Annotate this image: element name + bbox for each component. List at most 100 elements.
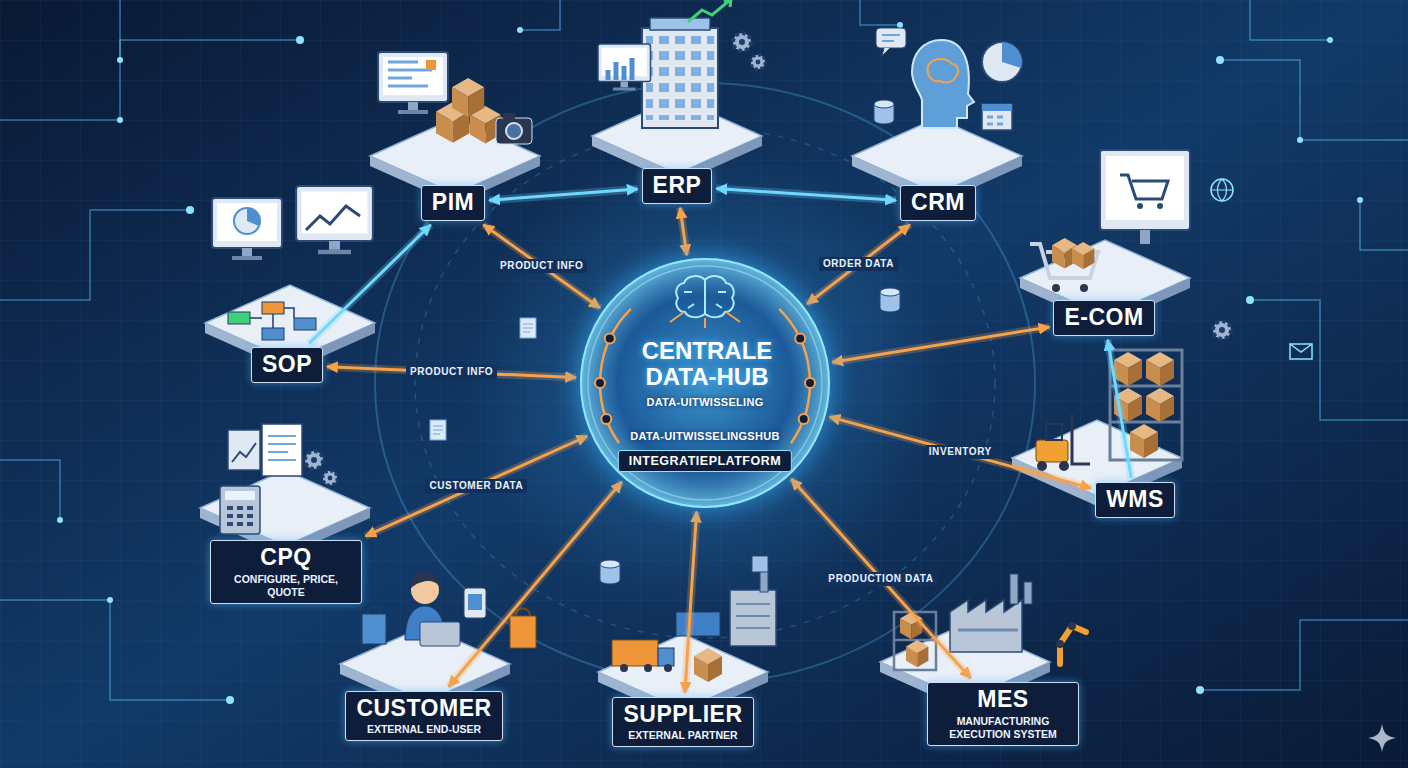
circuit-dots [186,206,194,214]
system-plaque: CPQCONFIGURE, PRICE, QUOTE [210,540,362,604]
arrow-glow [1108,340,1132,479]
wms-illustration [1130,424,1158,458]
flow-arrow [1108,340,1132,479]
crm-illustration [876,28,906,48]
crm-illustration [882,48,890,56]
sop-illustration [296,186,373,254]
edge-label: PRODUCT INFO [406,365,497,379]
circuit-dots [117,57,123,63]
circuit-dots [897,22,903,28]
supplier-illustration [644,664,652,672]
system-subtitle: CONFIGURE, PRICE, QUOTE [221,573,351,599]
circuit-dots [1297,137,1303,143]
sop-illustration [234,208,260,234]
circuit-dots [1196,686,1204,694]
flow-arrow [830,417,1092,488]
arrow-glow [483,225,600,308]
brain-icon [684,280,726,314]
sop-illustration [228,312,250,324]
crm-illustration [852,28,1022,204]
hub-glow [465,143,945,623]
ecom-illustration [1106,156,1184,220]
supplier-illustration [694,648,722,682]
circuit-lines [0,0,1408,700]
hub-text: INTEGRATIEPLATFORM [618,450,792,472]
system-name: MES [938,686,1068,712]
hub-sphere [595,378,605,388]
arrow-glow [685,512,697,693]
system-name: CRM [911,189,965,215]
system-plaque: CUSTOMEREXTERNAL END-USER [345,691,502,742]
cpq-illustration [268,436,296,460]
brain-icon [705,276,734,317]
system-name: SUPPLIER [623,701,742,727]
circuit-lines [1200,620,1408,690]
sop-illustration [212,198,282,260]
erp-illustration [688,0,730,22]
hub-sphere [795,334,805,344]
cpq-illustration [232,443,256,462]
ecom-illustration [1072,242,1094,269]
cpq-illustration [220,486,260,534]
hub-text: CENTRALE DATA-HUB [622,338,792,390]
sop-illustration [306,206,360,230]
circuit-dots [57,22,1363,704]
edge-label: INVENTORY [925,445,996,459]
circuit-lines [860,0,900,25]
hub-sphere [670,312,740,328]
pim-illustration [378,52,448,114]
crm-illustration [987,117,1003,124]
circuit-lines [119,0,121,60]
circuit-dots [107,597,113,603]
system-plaque: MESMANUFACTURING EXECUTION SYSTEM [927,682,1079,746]
arrow-glow [309,225,431,344]
system-subtitle: EXTERNAL PARTNER [623,729,742,742]
arrow-line [483,225,600,308]
mes-illustration [1060,626,1086,664]
flow-arrow [366,436,588,536]
flow-arrow [832,327,1049,362]
erp-illustration [724,0,731,7]
edge-label: CUSTOMER DATA [425,479,527,493]
circuit-dots [1357,197,1363,203]
flow-arrow [680,208,687,256]
sop-illustration [205,186,375,371]
hub-text: DATA-UITWISSELINGSHUB [582,430,828,443]
erp-illustration [598,44,651,91]
circuit-dots [517,27,523,33]
system-plaque: WMS [1095,482,1175,517]
arrow-line [807,225,910,304]
flow-arrow [807,225,910,304]
mes-illustration [1068,622,1076,630]
supplier-illustration [612,640,658,666]
system-name: SOP [262,351,312,377]
customer-illustration [510,616,536,648]
sop-illustration [250,308,294,328]
hub-text: DATA-UITWISSELING [582,396,828,409]
arrow-glow [680,208,687,256]
mes-illustration [1010,574,1018,604]
pim-illustration [426,60,436,70]
mes-illustration [958,629,1018,632]
wms-illustration [1072,414,1090,464]
wms-illustration [1146,388,1174,422]
erp-illustration [608,58,632,80]
pim-illustration [503,113,515,119]
pim-illustration [496,118,532,144]
system-plaque: SUPPLIER EXTERNAL PARTNER [612,697,753,748]
hub-sphere [799,414,809,424]
arrow-glow [716,189,896,201]
customer-illustration [362,614,386,644]
crm-illustration [912,40,974,128]
cpq-illustration [200,424,370,556]
circuit-dots [1246,296,1254,304]
circuit-lines [0,460,60,520]
mes-illustration [950,600,1022,652]
flow-arrow [309,225,431,344]
system-plaque: CRM [900,185,976,220]
ecom-illustration [1157,203,1163,209]
cpq-illustration [262,424,302,476]
supplier-illustration [736,604,770,628]
